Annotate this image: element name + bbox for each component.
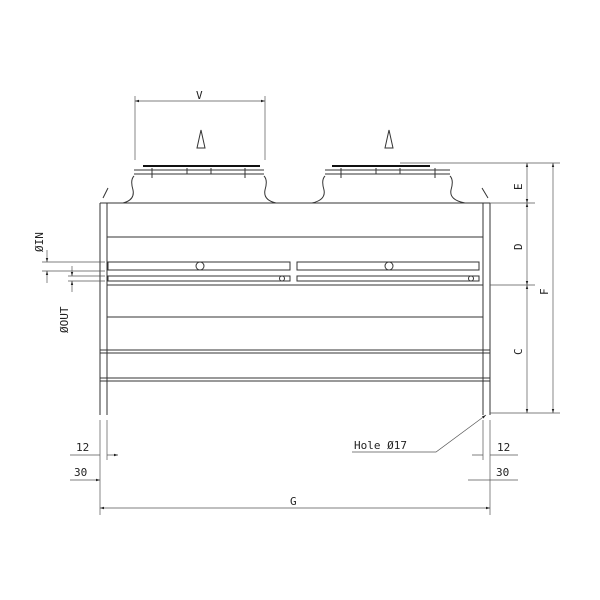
dimensions bbox=[42, 96, 560, 515]
fan-right bbox=[311, 129, 466, 204]
fan-left bbox=[122, 129, 277, 204]
dim-30-right-label: 30 bbox=[496, 466, 509, 479]
dim-g-label: G bbox=[290, 495, 297, 508]
dim-12-right-label: 12 bbox=[497, 441, 510, 454]
dim-inlet-label: ØIN bbox=[33, 232, 46, 252]
hole-label: Hole Ø17 bbox=[354, 439, 407, 452]
dim-30-left-label: 30 bbox=[74, 466, 87, 479]
dim-c-label: C bbox=[512, 348, 525, 355]
dim-12-left-label: 12 bbox=[76, 441, 89, 454]
dim-outlet-label: ØOUT bbox=[58, 306, 71, 333]
dim-v-label: V bbox=[196, 89, 203, 102]
unit-body bbox=[99, 187, 491, 415]
dim-e-label: E bbox=[512, 183, 525, 190]
dim-f-label: F bbox=[538, 288, 551, 295]
dim-d-label: D bbox=[512, 243, 525, 250]
